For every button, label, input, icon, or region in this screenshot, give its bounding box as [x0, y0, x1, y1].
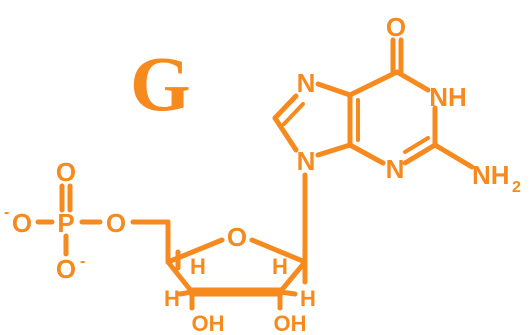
atom-o-left-charge: - — [4, 204, 9, 221]
atom-amine-subscript: 2 — [512, 179, 521, 196]
atom-n7: N — [297, 68, 316, 98]
bond-c5-n7 — [315, 81, 353, 98]
atom-n1h: NH — [429, 82, 467, 112]
bond-o4-c1 — [249, 237, 308, 265]
atom-oh-c2: OH — [274, 311, 307, 335]
atom-phosphorus: P — [57, 208, 74, 238]
atom-o-bridge: O — [106, 208, 126, 238]
bond-c3-c4 — [165, 259, 195, 295]
atom-h-c4: H — [190, 254, 206, 279]
atom-h-c3: H — [164, 286, 180, 311]
bond-c2-n3 — [402, 142, 438, 166]
atom-o-left: O — [12, 208, 32, 238]
nucleotide-letter: G — [130, 40, 191, 127]
atom-oh-c3: OH — [192, 311, 225, 335]
bond-n7-c8-double — [282, 102, 305, 126]
bond-c8-n9 — [272, 115, 299, 153]
atom-o-ring: O — [227, 222, 247, 252]
bond-c5-c6 — [347, 69, 400, 98]
atom-h-c1: H — [272, 254, 288, 279]
bond-c2-nh2 — [432, 142, 475, 170]
atom-amine: NH — [472, 160, 510, 190]
atom-o-bottom: O — [56, 254, 76, 284]
bond-c2-h — [277, 289, 298, 297]
atom-h-c2: H — [300, 286, 316, 311]
atom-o-bottom-charge: - — [80, 253, 85, 270]
atom-n3: N — [386, 154, 405, 184]
atom-o-carbonyl: O — [386, 12, 406, 42]
atom-o-phosphate-double: O — [56, 157, 76, 187]
bond-n9-c4 — [315, 142, 353, 158]
bond-c2-n3-double — [403, 136, 430, 154]
bond-c6-n1 — [394, 69, 431, 93]
bond-c1-c2 — [277, 259, 308, 295]
bond-n7-c8 — [272, 93, 299, 121]
bond-c3-h — [177, 289, 195, 297]
atom-n9: N — [297, 146, 316, 176]
bond-n3-c4 — [347, 142, 386, 166]
